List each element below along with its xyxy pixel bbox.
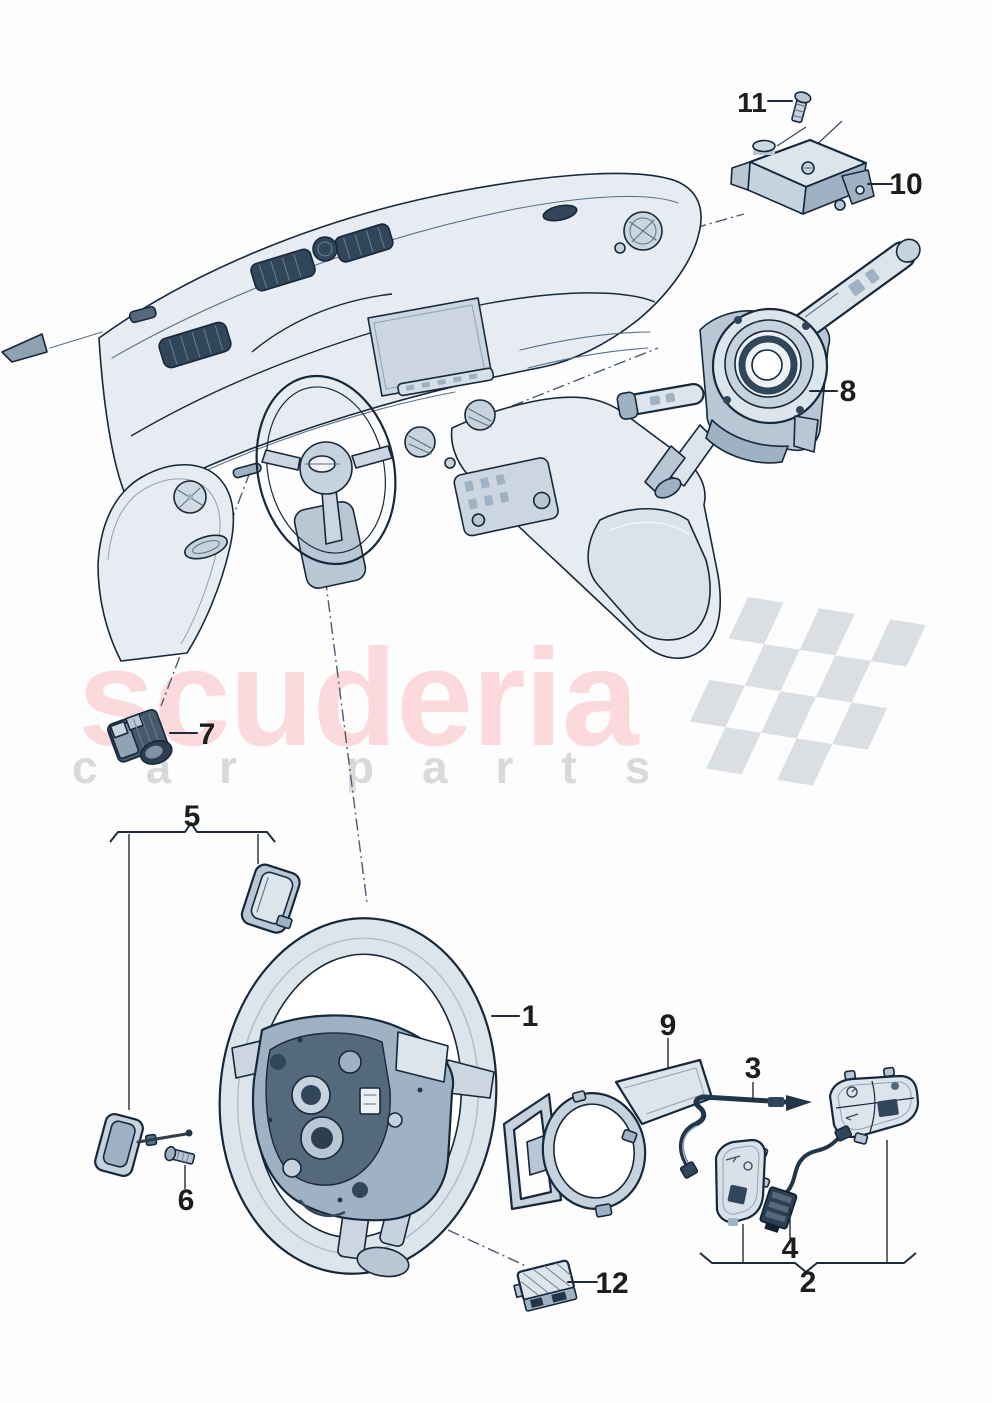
multifunction-switch-left <box>714 1138 771 1226</box>
part-callout-9: 9 <box>660 1009 677 1042</box>
dashboard-steering-wheel <box>232 374 397 589</box>
wiper-stalk <box>785 238 921 344</box>
leader-line-to-column-switch <box>511 347 659 407</box>
control-module-10 <box>730 138 875 215</box>
wiring-harness-3 <box>679 1094 812 1179</box>
screw-6 <box>164 1145 196 1165</box>
side-mirror-shape <box>1 333 48 363</box>
armrest <box>587 507 711 641</box>
part-callout-12: 12 <box>595 1267 628 1300</box>
multifunction-switch-right <box>828 1066 920 1145</box>
part-callout-1: 1 <box>522 1000 539 1033</box>
screw-guide-line-a <box>776 126 807 147</box>
steering-wheel-1 <box>218 917 498 1278</box>
checkered-flag <box>689 597 926 786</box>
defrost-vent <box>542 204 578 222</box>
part-callout-5: 5 <box>184 800 201 833</box>
paddle-switch-lower <box>94 1112 193 1178</box>
speaker-grille-left <box>158 321 232 369</box>
screw-11 <box>791 91 812 124</box>
callout-bracket-2 <box>699 1252 917 1273</box>
part-callout-10: 10 <box>889 168 922 201</box>
part-callout-7: 7 <box>199 718 216 751</box>
watermark: scuderia car parts <box>72 597 926 793</box>
callout-bracket-5 <box>109 822 276 843</box>
indicator-stalk <box>616 382 705 420</box>
steering-column-switch-8 <box>616 238 921 499</box>
console-switch-cluster <box>453 457 559 537</box>
steering-angle-sensor-7 <box>107 709 173 765</box>
center-air-vents <box>404 399 496 469</box>
part-callout-4: 4 <box>782 1232 799 1265</box>
part-callout-8: 8 <box>840 375 857 408</box>
connector-plug-4 <box>759 1125 853 1233</box>
part-callout-2: 2 <box>800 1266 817 1299</box>
paddle-switch-upper <box>240 863 301 934</box>
right-air-vent <box>614 211 663 254</box>
part-callout-3: 3 <box>745 1052 762 1085</box>
door-card <box>97 463 235 662</box>
control-unit-12 <box>513 1259 578 1312</box>
part-callout-6: 6 <box>178 1184 195 1217</box>
speaker-grille-mid <box>250 248 316 292</box>
speaker-grille-right <box>334 223 394 263</box>
leader-line-to-sensor <box>160 471 251 707</box>
dashboard-illustration <box>1 172 722 662</box>
leader-line-to-control-unit <box>447 1229 527 1267</box>
steering-wheel-trim-9 <box>502 1058 714 1218</box>
part-callout-11: 11 <box>737 87 767 118</box>
tweeter-speaker <box>312 236 338 262</box>
